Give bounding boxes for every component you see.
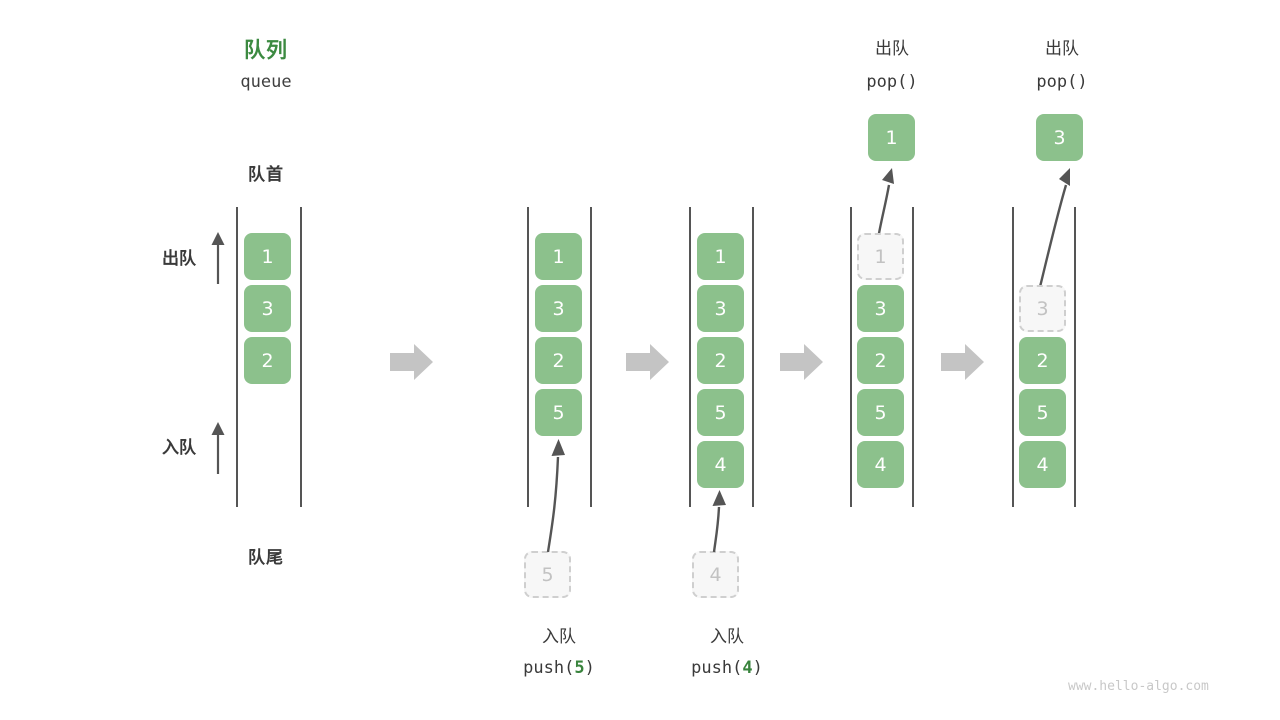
push-code-prefix: push(: [691, 658, 743, 678]
dequeue-direction-label: 出队: [162, 249, 196, 268]
rail-right: [912, 207, 914, 507]
push-code-value: 4: [742, 658, 753, 678]
front-label: 队首: [248, 165, 284, 184]
push-code-suffix: ): [584, 658, 595, 678]
queue-cell: 1: [697, 233, 744, 280]
queue-cell: 2: [1019, 337, 1066, 384]
pop-header-cn: 出队: [875, 39, 909, 58]
rail-left: [527, 207, 529, 507]
queue-cell: 1: [535, 233, 582, 280]
dequeue-direction-arrow-icon: [206, 230, 230, 286]
rear-label: 队尾: [248, 548, 284, 567]
pop-header-code: pop(): [1036, 72, 1088, 92]
popped-cell: 1: [868, 114, 915, 161]
rail-left: [689, 207, 691, 507]
pop-header-code: pop(): [866, 72, 918, 92]
enqueue-direction-arrow-icon: [206, 420, 230, 476]
rail-right: [1074, 207, 1076, 507]
push-caption-cn: 入队: [542, 627, 576, 646]
push-caption-cn: 入队: [710, 627, 744, 646]
queue-cell-ghost: 1: [857, 233, 904, 280]
pop-header-cn: 出队: [1045, 39, 1079, 58]
queue-cell: 2: [697, 337, 744, 384]
queue-cell: 2: [857, 337, 904, 384]
flow-arrow-icon: [390, 342, 434, 382]
flow-arrow-icon: [780, 342, 824, 382]
queue-cell: 1: [244, 233, 291, 280]
queue-cell-ghost: 3: [1019, 285, 1066, 332]
push-caption-code: push(5): [479, 658, 639, 678]
push-arrow-icon: [692, 483, 752, 555]
queue-cell: 4: [1019, 441, 1066, 488]
watermark: www.hello-algo.com: [1068, 679, 1209, 694]
queue-cell: 5: [1019, 389, 1066, 436]
popped-cell: 3: [1036, 114, 1083, 161]
push-caption-code: push(4): [647, 658, 807, 678]
incoming-ghost-cell: 5: [524, 551, 571, 598]
queue-cell-new: 4: [697, 441, 744, 488]
queue-cell: 5: [857, 389, 904, 436]
pop-arrow-icon: [855, 163, 915, 243]
queue-cell: 2: [244, 337, 291, 384]
page-title-cn: 队列: [244, 39, 288, 62]
incoming-ghost-cell: 4: [692, 551, 739, 598]
rail-right: [752, 207, 754, 507]
push-code-value: 5: [574, 658, 585, 678]
page-title-en: queue: [240, 72, 292, 92]
queue-cell: 4: [857, 441, 904, 488]
queue-cell: 3: [244, 285, 291, 332]
rail-left: [236, 207, 238, 507]
queue-cell-new: 5: [535, 389, 582, 436]
rail-right: [300, 207, 302, 507]
pop-arrow-icon: [1018, 163, 1088, 298]
rail-left: [1012, 207, 1014, 507]
push-arrow-icon: [524, 430, 584, 555]
push-code-prefix: push(: [523, 658, 575, 678]
queue-cell: 3: [535, 285, 582, 332]
queue-cell: 3: [857, 285, 904, 332]
rail-left: [850, 207, 852, 507]
flow-arrow-icon: [941, 342, 985, 382]
queue-cell: 5: [697, 389, 744, 436]
queue-cell: 3: [697, 285, 744, 332]
enqueue-direction-label: 入队: [162, 438, 196, 457]
rail-right: [590, 207, 592, 507]
queue-cell: 2: [535, 337, 582, 384]
push-code-suffix: ): [752, 658, 763, 678]
flow-arrow-icon: [626, 342, 670, 382]
